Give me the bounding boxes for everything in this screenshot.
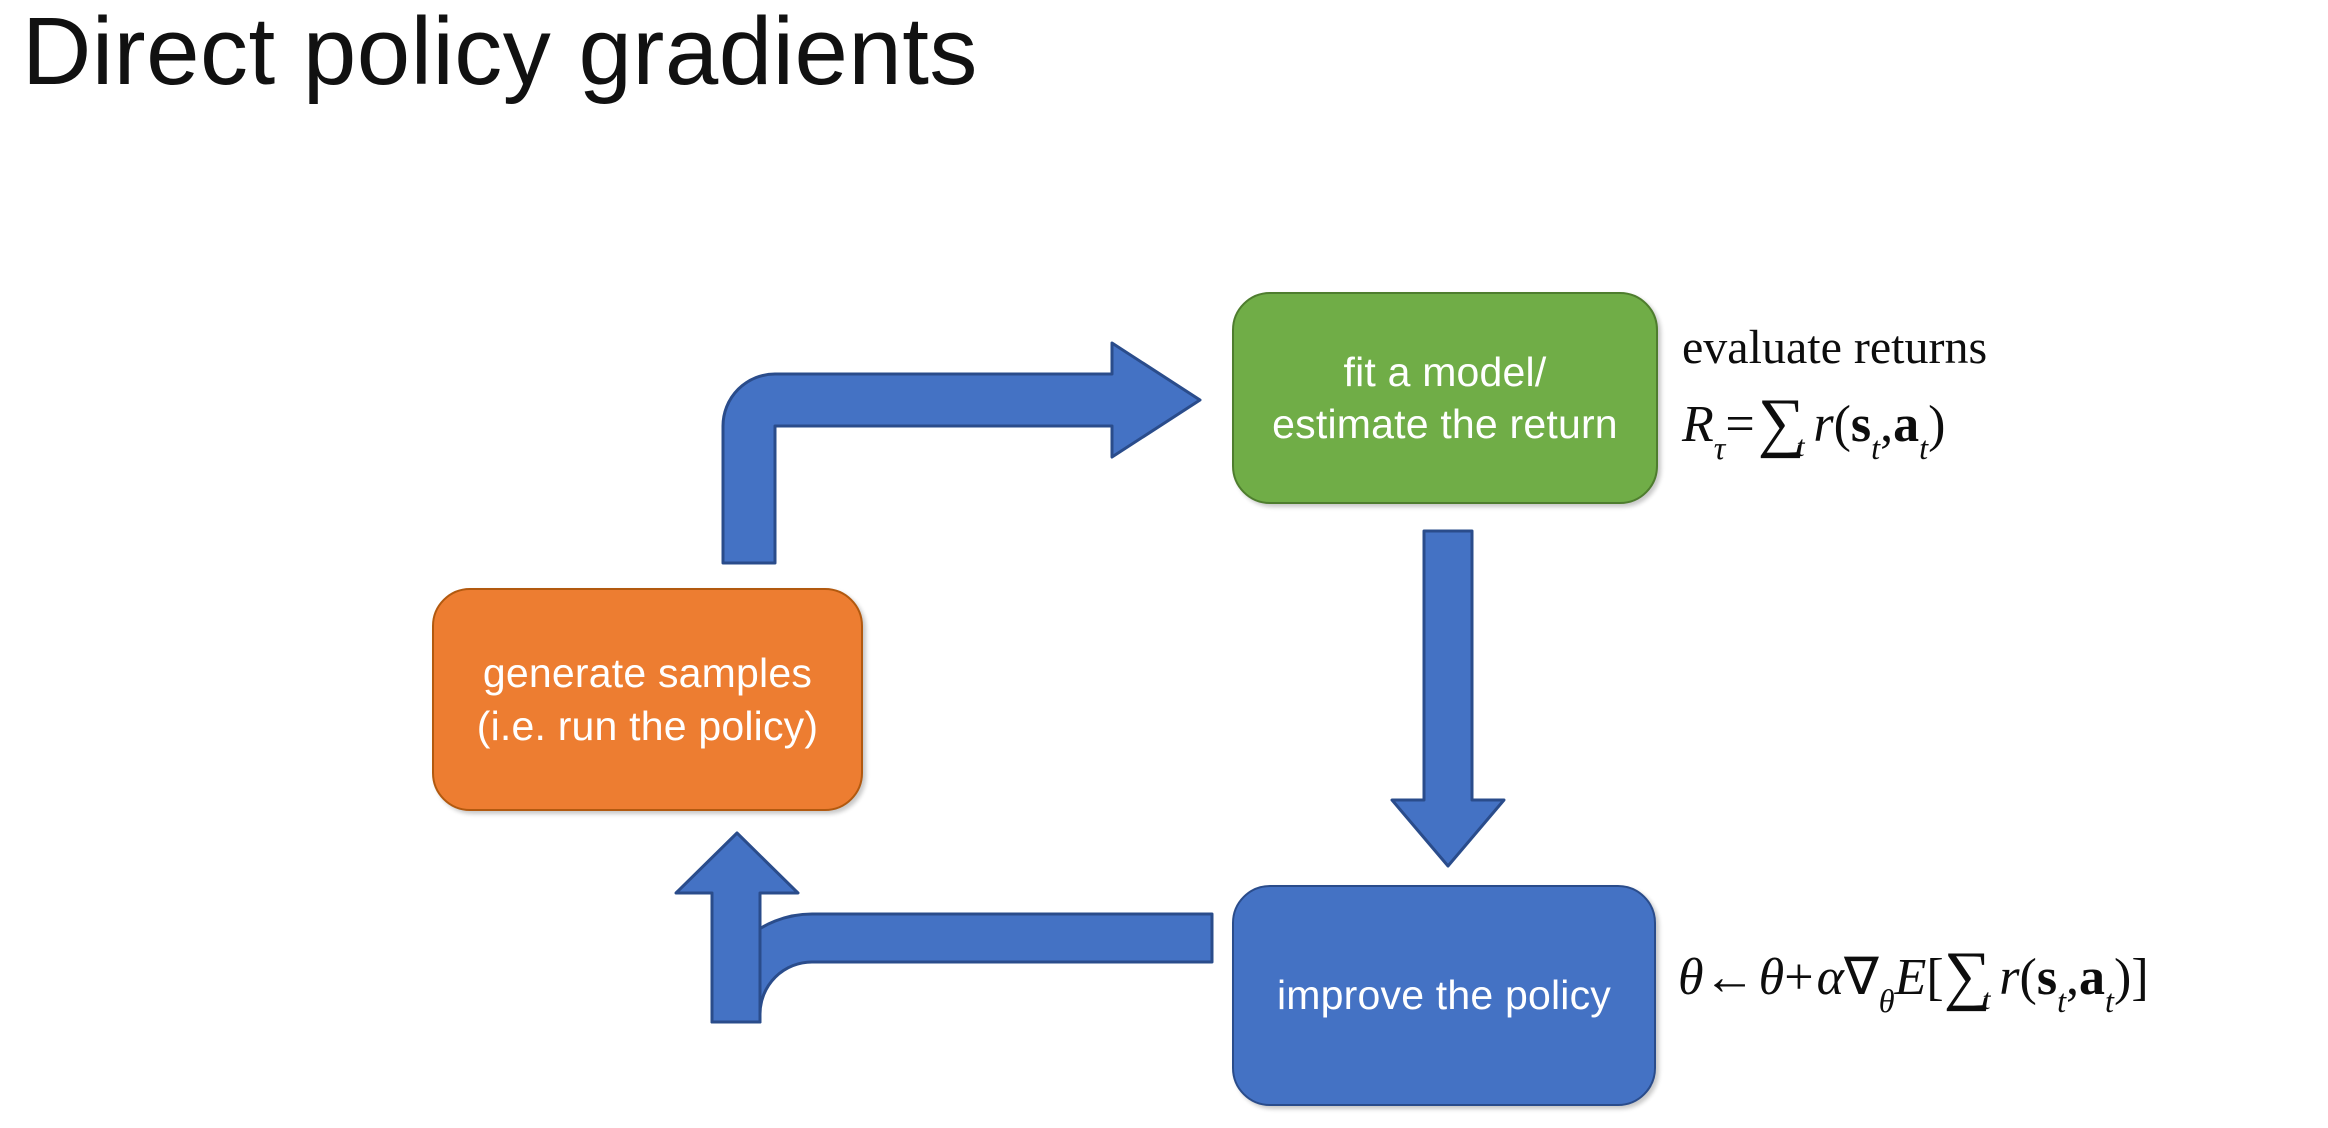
- formula-summation-index: t: [1796, 430, 1805, 463]
- arrow-samples-to-fit-model: [721, 341, 1202, 565]
- update-action-subscript: t: [2105, 983, 2115, 1020]
- node-generate-samples-label: generate samples (i.e. run the policy): [476, 650, 819, 749]
- update-paren-open: (: [2019, 949, 2037, 1006]
- node-fit-a-model-label: fit a model/ estimate the return: [1272, 348, 1618, 447]
- node-improve-the-policy-label: improve the policy: [1276, 972, 1612, 1019]
- update-symbol-r: r: [1999, 949, 2020, 1006]
- formula-symbol-a: a: [1893, 395, 1920, 453]
- update-symbol-theta-rhs: θ: [1758, 949, 1785, 1006]
- formula-symbol-R: R: [1682, 395, 1714, 453]
- arrowhead-up-to-generate-samples: [674, 831, 800, 1024]
- arrow-improve-policy-to-samples: [710, 912, 1214, 1024]
- update-symbol-a: a: [2079, 949, 2106, 1006]
- update-left-arrow: ←: [1703, 949, 1759, 1006]
- formula-paren-close: ): [1928, 395, 1946, 453]
- update-symbol-s: s: [2036, 949, 2058, 1006]
- formula-symbol-s: s: [1850, 395, 1872, 453]
- update-paren-close: ): [2114, 949, 2132, 1006]
- arrow-fit-model-to-improve-policy: [1390, 529, 1506, 868]
- update-expectation-E: E: [1894, 949, 1927, 1006]
- formula-action-subscript: t: [1919, 430, 1929, 467]
- update-summation: ∑: [1943, 939, 1992, 1012]
- update-summation-index: t: [1982, 984, 1991, 1017]
- update-bracket-close: ]: [2131, 949, 2149, 1006]
- update-symbol-theta-lhs: θ: [1678, 949, 1704, 1006]
- formula-summation: ∑: [1757, 385, 1806, 459]
- node-fit-a-model[interactable]: fit a model/ estimate the return: [1232, 292, 1658, 504]
- annotation-evaluate-returns-caption: evaluate returns: [1682, 321, 1988, 374]
- formula-subscript-tau: τ: [1713, 430, 1726, 467]
- formula-equals: =: [1725, 395, 1758, 453]
- formula-state-subscript: t: [1871, 430, 1881, 467]
- update-symbol-alpha: α: [1816, 949, 1844, 1006]
- update-nabla-subscript-theta: θ: [1878, 983, 1895, 1020]
- update-bracket-open: [: [1926, 949, 1944, 1006]
- update-comma: ,: [2066, 949, 2080, 1006]
- node-improve-the-policy[interactable]: improve the policy: [1232, 885, 1656, 1106]
- update-plus: +: [1784, 949, 1817, 1006]
- node-generate-samples[interactable]: generate samples (i.e. run the policy): [432, 588, 863, 811]
- formula-comma: ,: [1880, 395, 1894, 453]
- update-state-subscript: t: [2057, 983, 2067, 1020]
- formula-symbol-r: r: [1813, 395, 1834, 453]
- formula-paren-open: (: [1833, 395, 1851, 453]
- update-nabla: ∇: [1843, 949, 1879, 1006]
- page-title: Direct policy gradients: [22, 0, 978, 105]
